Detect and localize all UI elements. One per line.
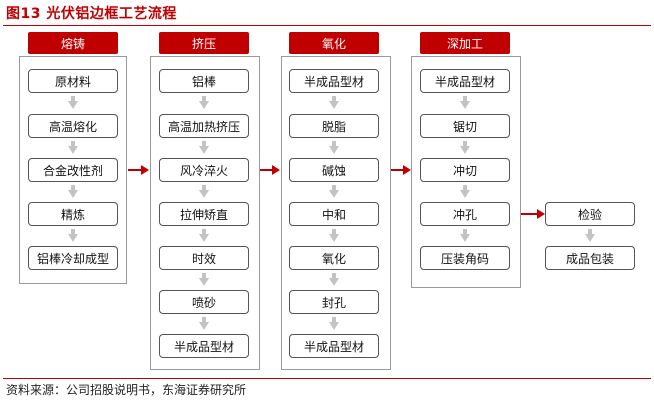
down-arrow-icon xyxy=(460,185,470,198)
step-sawing: 锯切 xyxy=(420,114,510,138)
step-aluminum-rod: 铝棒 xyxy=(159,69,249,93)
down-arrow-icon xyxy=(329,141,339,154)
down-arrow-icon xyxy=(329,185,339,198)
down-arrow-icon xyxy=(68,96,78,109)
down-arrow-icon xyxy=(329,229,339,242)
right-arrow-icon xyxy=(260,165,280,175)
step-punch-cut: 冲切 xyxy=(420,158,510,182)
step-degreasing: 脱脂 xyxy=(289,114,379,138)
step-ingot-cooling: 铝棒冷却成型 xyxy=(28,246,118,270)
step-stretch-straighten: 拉伸矫直 xyxy=(159,202,249,226)
down-arrow-icon xyxy=(460,96,470,109)
step-semi-profile: 半成品型材 xyxy=(289,334,379,358)
step-hot-extrusion: 高温加热挤压 xyxy=(159,114,249,138)
stage-header-deep-processing: 深加工 xyxy=(420,32,510,54)
down-arrow-icon xyxy=(329,317,339,330)
source-note: 资料来源：公司招股说明书，东海证券研究所 xyxy=(6,383,247,397)
step-alkali-etch: 碱蚀 xyxy=(289,158,379,182)
step-oxidize: 氧化 xyxy=(289,246,379,270)
step-raw-material: 原材料 xyxy=(28,69,118,93)
step-inspection: 检验 xyxy=(545,202,635,226)
step-packaging: 成品包装 xyxy=(545,246,635,270)
step-refining: 精炼 xyxy=(28,202,118,226)
down-arrow-icon xyxy=(460,141,470,154)
down-arrow-icon xyxy=(329,96,339,109)
right-arrow-icon xyxy=(521,209,545,219)
down-arrow-icon xyxy=(199,317,209,330)
step-corner-key-press: 压装角码 xyxy=(420,246,510,270)
step-neutralize: 中和 xyxy=(289,202,379,226)
step-sealing: 封孔 xyxy=(289,290,379,314)
down-arrow-icon xyxy=(460,229,470,242)
stage-header-extrusion: 挤压 xyxy=(159,32,249,54)
step-punch-hole: 冲孔 xyxy=(420,202,510,226)
footer-rule xyxy=(3,378,651,379)
down-arrow-icon xyxy=(199,141,209,154)
stage-header-casting: 熔铸 xyxy=(28,32,118,54)
step-high-temp-melting: 高温熔化 xyxy=(28,114,118,138)
step-aging: 时效 xyxy=(159,246,249,270)
step-alloy-modifier: 合金改性剂 xyxy=(28,158,118,182)
down-arrow-icon xyxy=(68,141,78,154)
down-arrow-icon xyxy=(68,185,78,198)
right-arrow-icon xyxy=(391,165,411,175)
step-semi-profile: 半成品型材 xyxy=(420,69,510,93)
title-rule xyxy=(3,25,651,26)
down-arrow-icon xyxy=(199,229,209,242)
right-arrow-icon xyxy=(128,165,149,175)
step-sandblast: 喷砂 xyxy=(159,290,249,314)
down-arrow-icon xyxy=(199,96,209,109)
down-arrow-icon xyxy=(329,273,339,286)
step-semi-profile: 半成品型材 xyxy=(289,69,379,93)
figure-title: 图13 光伏铝边框工艺流程 xyxy=(6,6,177,22)
stage-header-oxidation: 氧化 xyxy=(289,32,379,54)
step-air-quench: 风冷淬火 xyxy=(159,158,249,182)
down-arrow-icon xyxy=(68,229,78,242)
down-arrow-icon xyxy=(585,229,595,242)
down-arrow-icon xyxy=(199,185,209,198)
step-semi-profile: 半成品型材 xyxy=(159,334,249,358)
down-arrow-icon xyxy=(199,273,209,286)
